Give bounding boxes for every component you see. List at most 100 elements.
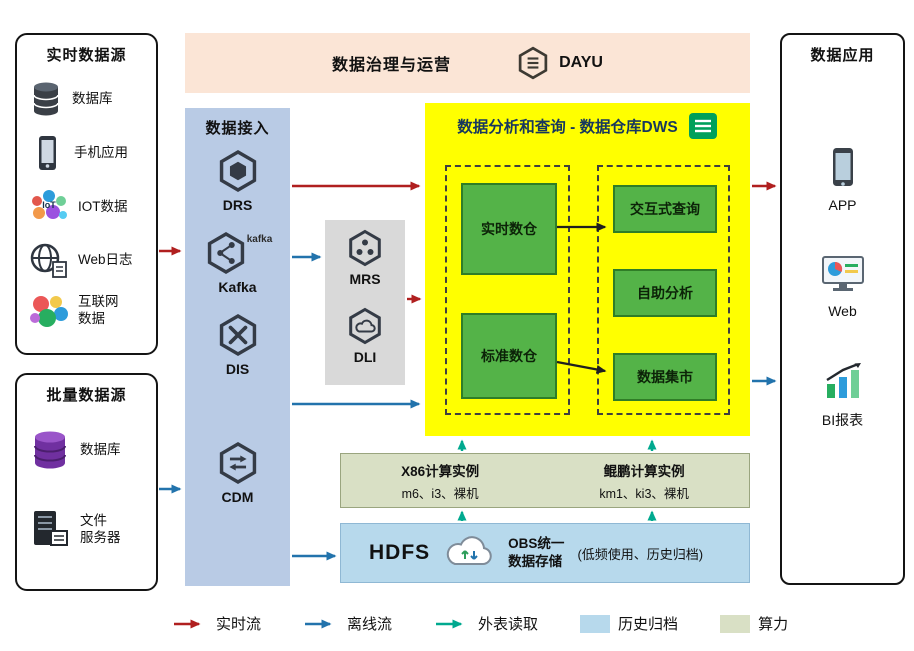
application-label: Web [828, 303, 857, 319]
dws-title: 数据分析和查询 - 数据仓库DWS [457, 119, 678, 136]
list-item: IoT IOT数据 [27, 187, 152, 227]
compute-title: X86计算实例 [401, 463, 480, 479]
service-cdm: CDM [185, 440, 290, 505]
obs-cloud-icon [443, 536, 495, 570]
source-label: IOT数据 [78, 198, 128, 214]
node-label: 数据集市 [637, 369, 693, 385]
dli-icon [345, 306, 385, 346]
service-label: MRS [349, 271, 381, 287]
dayu-icon [515, 45, 551, 81]
list-item: APP [782, 145, 903, 213]
service-label: DIS [225, 361, 250, 377]
kafka-icon [203, 230, 249, 276]
legend-label: 外表读取 [478, 616, 539, 633]
legend-label: 历史归档 [618, 616, 679, 633]
storage-bar: HDFS OBS统一 数据存储 (低频使用、历史归档) [340, 523, 750, 583]
service-label: DLI [353, 349, 377, 365]
list-item: 互联网 数据 [27, 291, 152, 331]
list-item: 手机应用 [27, 133, 152, 173]
node-interactive-query: 交互式查询 [613, 185, 717, 233]
compute-subtitle: m6、i3、裸机 [401, 486, 479, 501]
node-label: 自助分析 [637, 285, 693, 301]
legend-label: 离线流 [347, 616, 393, 633]
web-monitor-icon [819, 253, 867, 297]
node-label: 标准数仓 [481, 348, 537, 364]
ingestion-panel: 数据接入 DRS [185, 108, 290, 586]
application-label: BI报表 [821, 412, 864, 428]
list-item: 数据库 [27, 427, 152, 473]
source-label: Web日志 [78, 251, 133, 267]
legend-swatch-compute [720, 614, 751, 633]
phone-icon [27, 133, 67, 173]
warehouse-group: 实时数仓 标准数仓 [445, 165, 570, 415]
analytics-group: 交互式查询 自助分析 数据集市 [597, 165, 730, 415]
list-item: Web日志 [27, 240, 152, 280]
node-label: 交互式查询 [630, 201, 700, 217]
legend-label: 算力 [758, 616, 789, 633]
governance-title: 数据治理与运营 [332, 57, 452, 74]
dws-panel: 数据分析和查询 - 数据仓库DWS 实时数仓 标准数仓 交互式查询 [425, 103, 750, 436]
internet-data-icon [27, 291, 71, 331]
legend-item-offline: 离线流 [303, 613, 392, 634]
ingestion-title: 数据接入 [205, 120, 270, 137]
source-label: 数据库 [80, 441, 121, 457]
service-label: DRS [222, 197, 253, 213]
drs-icon [215, 148, 261, 194]
list-item: BI报表 [782, 360, 903, 430]
service-label: Kafka [218, 279, 257, 295]
hdfs-label: HDFS [369, 541, 431, 564]
service-kafka: kafka Kafka [185, 230, 290, 295]
dayu-label: DAYU [559, 54, 603, 71]
service-mrs: MRS [325, 228, 405, 287]
web-log-icon [27, 240, 71, 280]
database-icon [27, 79, 65, 119]
node-self-service-analysis: 自助分析 [613, 269, 717, 317]
svg-text:IoT: IoT [42, 200, 56, 210]
governance-banner: 数据治理与运营 DAYU [185, 33, 750, 93]
legend-item-external: 外表读取 [434, 613, 538, 634]
file-server-icon [27, 507, 73, 553]
source-label: 文件 服务器 [80, 513, 121, 545]
service-dis: DIS [185, 312, 290, 377]
bi-report-icon [819, 360, 867, 404]
list-item: 文件 服务器 [27, 507, 152, 553]
source-label: 互联网 数据 [78, 294, 119, 326]
batch-sources-title: 批量数据源 [46, 387, 127, 404]
cdm-icon [215, 440, 261, 486]
obs-label: OBS统一 数据存储 [508, 536, 565, 569]
application-label: APP [828, 197, 857, 213]
app-phone-icon [822, 145, 864, 191]
list-item: 数据库 [27, 79, 152, 119]
node-standard-warehouse: 标准数仓 [461, 313, 557, 399]
compute-group-x86: X86计算实例 m6、i3、裸机 [401, 460, 479, 502]
mrs-icon [345, 228, 385, 268]
dis-icon [215, 312, 261, 358]
service-label: CDM [221, 489, 254, 505]
node-realtime-warehouse: 实时数仓 [461, 183, 557, 275]
processing-panel: MRS DLI [325, 220, 405, 385]
kafka-wordmark: kafka [246, 234, 273, 245]
compute-subtitle: km1、ki3、裸机 [599, 486, 689, 501]
legend: 实时流 离线流 外表读取 历史归档 算力 [0, 613, 914, 634]
legend-arrow-external [436, 619, 463, 628]
iot-icon: IoT [27, 187, 71, 227]
legend-arrow-realtime [174, 619, 201, 628]
dayu-product: DAYU [515, 45, 603, 81]
source-label: 数据库 [72, 90, 113, 106]
realtime-sources-title: 实时数据源 [46, 47, 127, 64]
dws-icon [688, 112, 718, 140]
legend-item-compute: 算力 [720, 613, 788, 634]
node-data-mart: 数据集市 [613, 353, 717, 401]
realtime-sources-panel: 实时数据源 数据库 手机应用 [15, 33, 158, 355]
compute-bar: X86计算实例 m6、i3、裸机 鲲鹏计算实例 km1、ki3、裸机 [340, 453, 750, 508]
legend-label: 实时流 [216, 616, 262, 633]
legend-item-realtime: 实时流 [172, 613, 261, 634]
source-label: 手机应用 [74, 144, 128, 160]
legend-arrow-offline [305, 619, 332, 628]
storage-note: (低频使用、历史归档) [577, 546, 704, 562]
compute-title: 鲲鹏计算实例 [603, 463, 685, 479]
service-dli: DLI [325, 306, 405, 365]
node-label: 实时数仓 [481, 221, 537, 237]
database-stack-icon [27, 427, 73, 473]
